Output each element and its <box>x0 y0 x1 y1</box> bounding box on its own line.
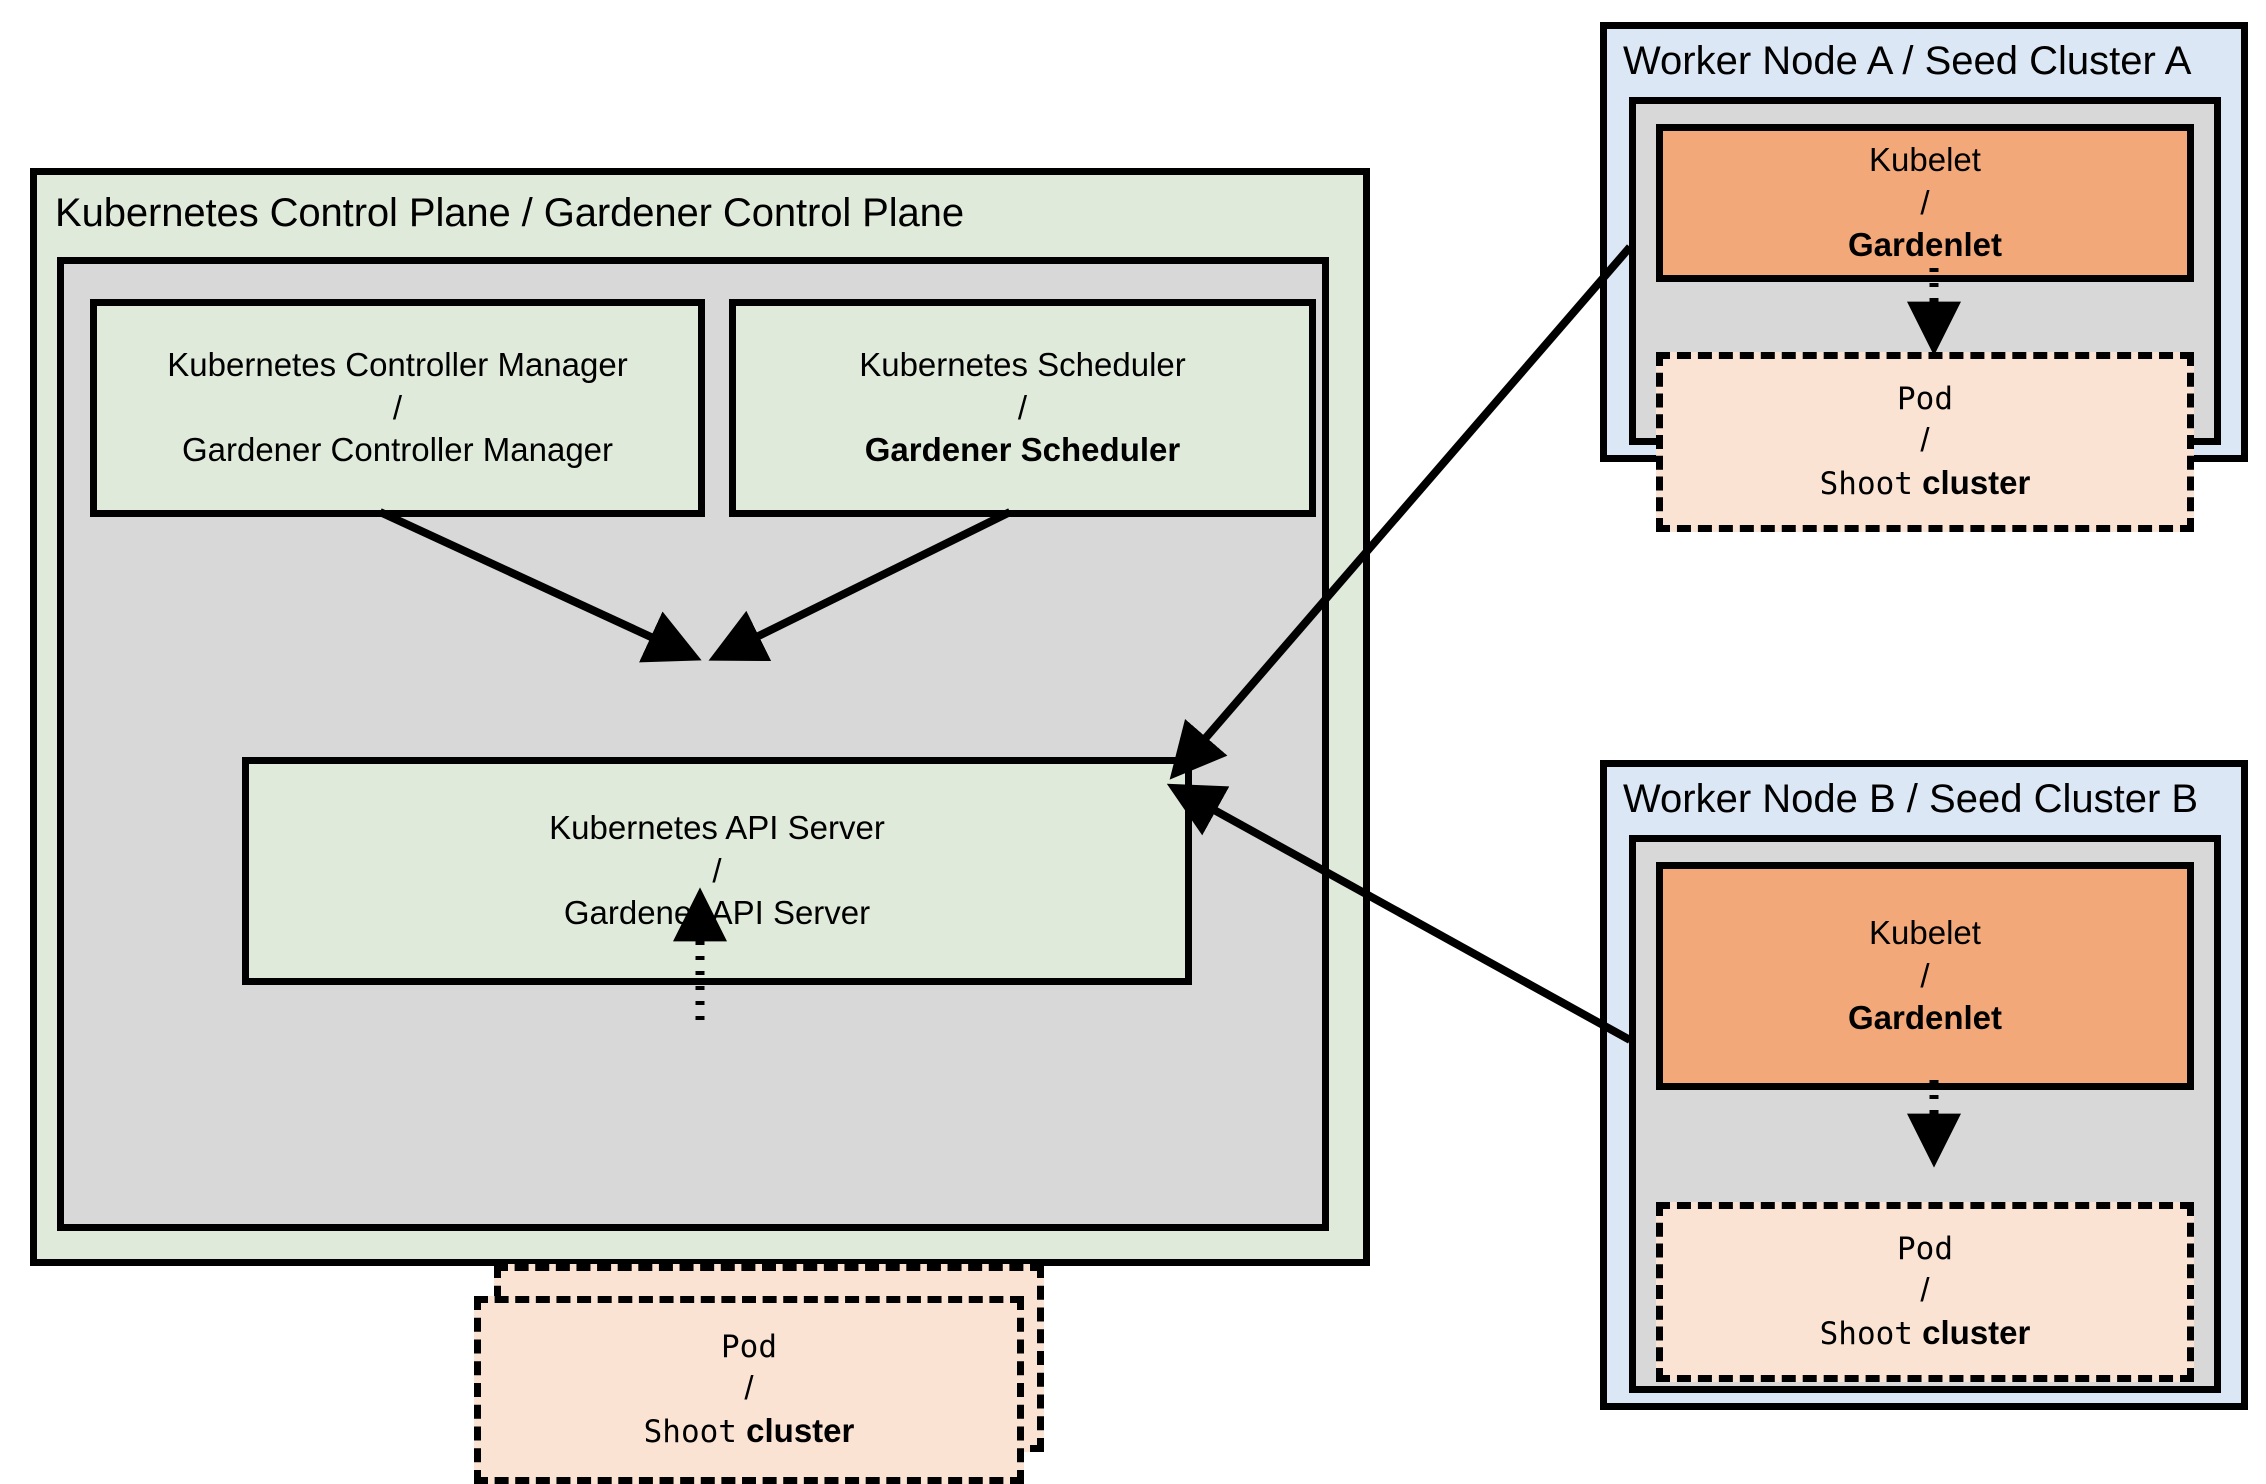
api-server-separator: / <box>712 851 722 889</box>
control-plane-pod-line2: Shoot cluster <box>644 1410 855 1453</box>
worker-b-kubelet-box[interactable]: Kubelet / Gardenlet <box>1656 862 2194 1090</box>
worker-b-kubelet-line1: Kubelet <box>1869 913 1981 951</box>
worker-node-a-inner-area: Kubelet / Gardenlet Pod / Shoot cluster <box>1629 97 2221 532</box>
controller-manager-separator: / <box>392 388 403 426</box>
control-plane-inner-area: Kubernetes Controller Manager / Gardener… <box>57 257 1329 1484</box>
control-plane-pod-separator: / <box>744 1369 754 1407</box>
worker-b-pod-cluster: cluster <box>1922 1314 2031 1352</box>
worker-a-kubelet-line1: Kubelet <box>1869 140 1981 178</box>
kubernetes-api-server-box[interactable]: Kubernetes API Server / Gardener API Ser… <box>242 757 1192 985</box>
worker-node-b-container: Worker Node B / Seed Cluster B Kubelet /… <box>1600 760 2248 1410</box>
api-server-line1: Kubernetes API Server <box>549 808 885 846</box>
worker-node-a-title: Worker Node A / Seed Cluster A <box>1623 39 2192 83</box>
worker-node-a-container: Worker Node A / Seed Cluster A Kubelet /… <box>1600 22 2248 532</box>
worker-b-pod-separator: / <box>1920 1271 1930 1309</box>
worker-b-pod-box[interactable]: Pod / Shoot cluster <box>1656 1202 2194 1382</box>
worker-b-pod-line2: Shoot cluster <box>1820 1312 2031 1355</box>
worker-b-gardenlet-label: Gardenlet <box>1847 999 2003 1037</box>
control-plane-pod-cluster: cluster <box>746 1412 855 1450</box>
api-server-line2: Gardener API Server <box>563 894 871 932</box>
control-plane-pod-shoot: Shoot <box>643 1414 737 1451</box>
worker-b-kubelet-separator: / <box>1920 956 1930 994</box>
worker-a-pod-box[interactable]: Pod / Shoot cluster <box>1656 352 2194 532</box>
control-plane-title: Kubernetes Control Plane / Gardener Cont… <box>55 191 964 235</box>
control-plane-pod-box[interactable]: Pod / Shoot cluster <box>474 1296 1024 1484</box>
worker-a-pod-line2: Shoot cluster <box>1820 462 2031 505</box>
worker-a-kubelet-box[interactable]: Kubelet / Gardenlet <box>1656 124 2194 282</box>
worker-a-pod-line1: Pod <box>1897 380 1953 417</box>
kubernetes-scheduler-box[interactable]: Kubernetes Scheduler / Gardener Schedule… <box>729 299 1316 517</box>
worker-node-b-title: Worker Node B / Seed Cluster B <box>1623 777 2199 821</box>
worker-a-pod-separator: / <box>1920 421 1930 459</box>
kubernetes-controller-manager-box[interactable]: Kubernetes Controller Manager / Gardener… <box>90 299 705 517</box>
worker-a-gardenlet-label: Gardenlet <box>1847 226 2003 264</box>
scheduler-separator: / <box>1017 388 1028 426</box>
worker-b-pod-shoot: Shoot <box>1819 1316 1913 1353</box>
worker-node-b-inner-area: Kubelet / Gardenlet Pod / Shoot cluster <box>1629 835 2221 1393</box>
worker-a-pod-cluster: cluster <box>1922 464 2031 502</box>
controller-manager-line2: Gardener Controller Manager <box>181 431 614 469</box>
scheduler-line2: Gardener Scheduler <box>864 431 1181 469</box>
worker-a-pod-shoot: Shoot <box>1819 466 1913 503</box>
scheduler-line1: Kubernetes Scheduler <box>859 345 1186 383</box>
diagram-canvas: Kubernetes Control Plane / Gardener Cont… <box>30 22 2248 1484</box>
control-plane-container: Kubernetes Control Plane / Gardener Cont… <box>30 168 1370 1484</box>
worker-b-pod-line1: Pod <box>1897 1230 1953 1267</box>
control-plane-pod-line1: Pod <box>721 1328 777 1365</box>
worker-a-kubelet-separator: / <box>1920 183 1930 221</box>
controller-manager-line1: Kubernetes Controller Manager <box>167 345 628 383</box>
